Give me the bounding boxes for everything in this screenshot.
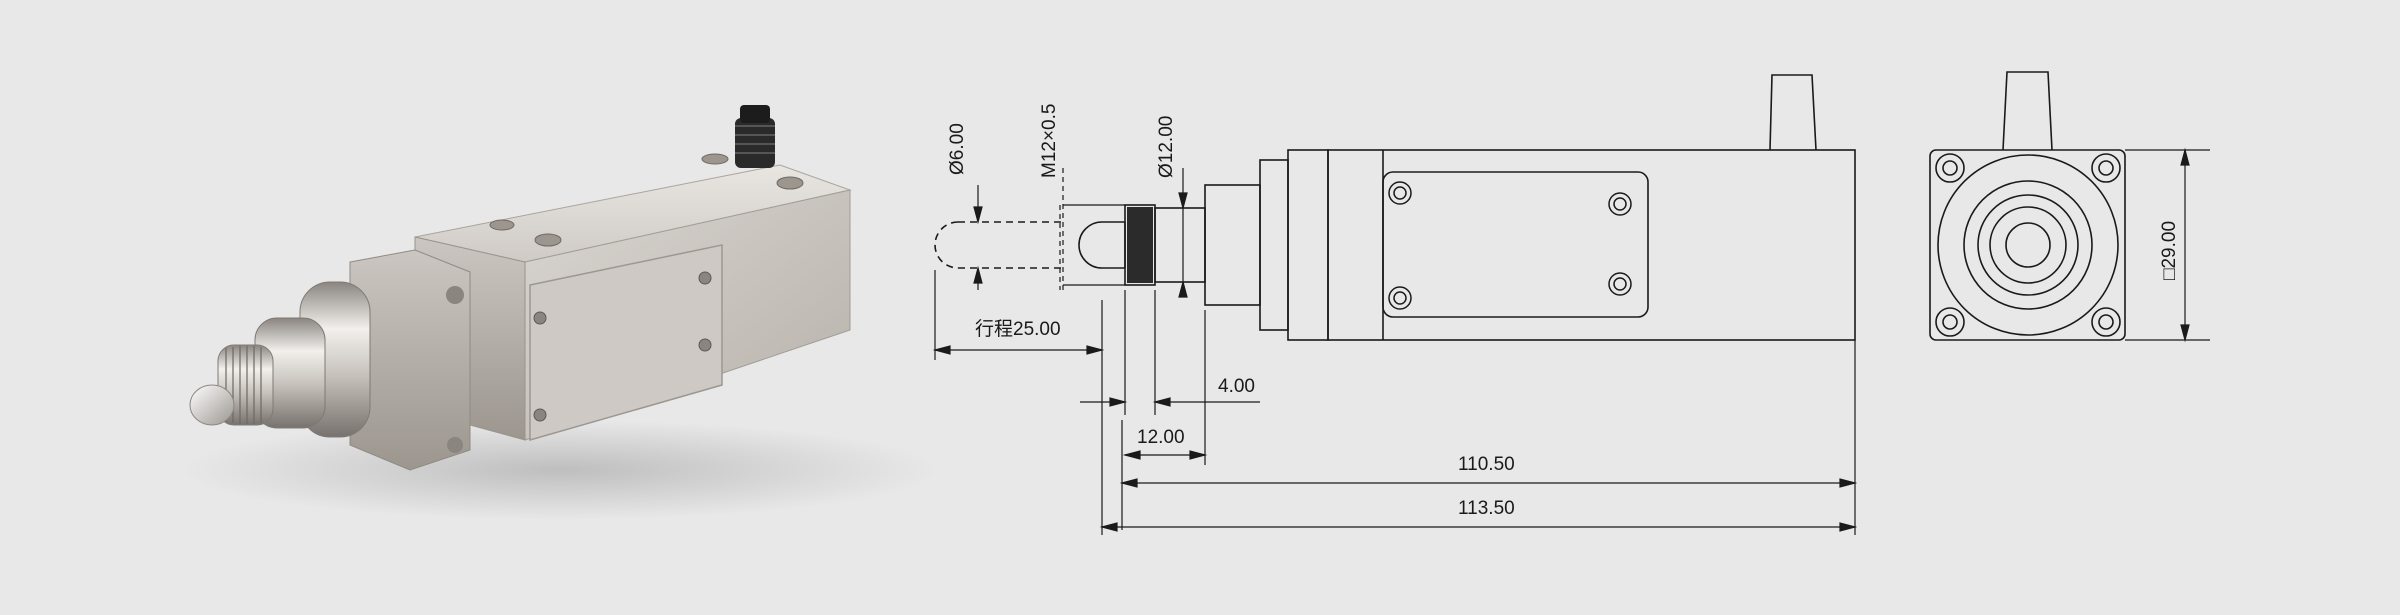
end-ring-inner	[2005, 222, 2051, 268]
end-ring-4	[1989, 206, 2067, 284]
housing-body	[1327, 149, 1856, 341]
cover-screws	[533, 271, 712, 422]
end-ring-outer	[1937, 154, 2119, 336]
side-cover-plate	[1382, 171, 1649, 318]
end-view-connector	[2002, 71, 2053, 151]
end-view-housing	[1929, 149, 2126, 341]
flange-block	[349, 249, 471, 471]
end-ring-2	[1963, 180, 2093, 310]
dim-flange-gap: 4.00	[1218, 376, 1255, 397]
shank-body	[1154, 207, 1206, 283]
dim-thread-length: 12.00	[1137, 427, 1185, 448]
cover-plate	[529, 244, 723, 441]
product-shadow	[180, 420, 940, 520]
flange-plate	[1287, 149, 1329, 341]
dim-thread: M12×0.5	[1039, 104, 1060, 178]
end-ring-3	[1977, 194, 2079, 296]
product-render	[180, 105, 940, 520]
dim-square: □29.00	[2159, 221, 2180, 280]
dim-stroke: 行程25.00	[975, 318, 1061, 340]
dim-body-diameter: Ø12.00	[1156, 116, 1177, 178]
side-screws	[1388, 181, 1632, 310]
flange-body	[1259, 159, 1289, 331]
thread-hatch	[1127, 207, 1153, 283]
dim-length-total: 113.50	[1458, 498, 1515, 519]
connector-top	[1769, 74, 1817, 151]
top-holes	[489, 153, 804, 247]
thread-rings	[225, 346, 262, 424]
dimension-lines	[932, 147, 2210, 535]
flange-hole-lower	[447, 437, 463, 453]
end-view	[1929, 71, 2126, 341]
pin-retracted	[1078, 221, 1125, 269]
cable-gland	[735, 105, 775, 168]
dimension-labels: Ø6.00 M12×0.5 Ø12.00 行程25.00 4.00 12.00 …	[947, 104, 2180, 519]
flange-hole	[446, 286, 464, 304]
nose-body	[1204, 184, 1261, 306]
dim-length-short: 110.50	[1458, 454, 1515, 475]
end-view-screws	[1935, 153, 2121, 337]
probe-ball	[189, 384, 235, 426]
dim-pin-diameter: Ø6.00	[947, 123, 968, 175]
side-view	[934, 74, 1856, 341]
pin-extended-outline	[934, 221, 1065, 269]
